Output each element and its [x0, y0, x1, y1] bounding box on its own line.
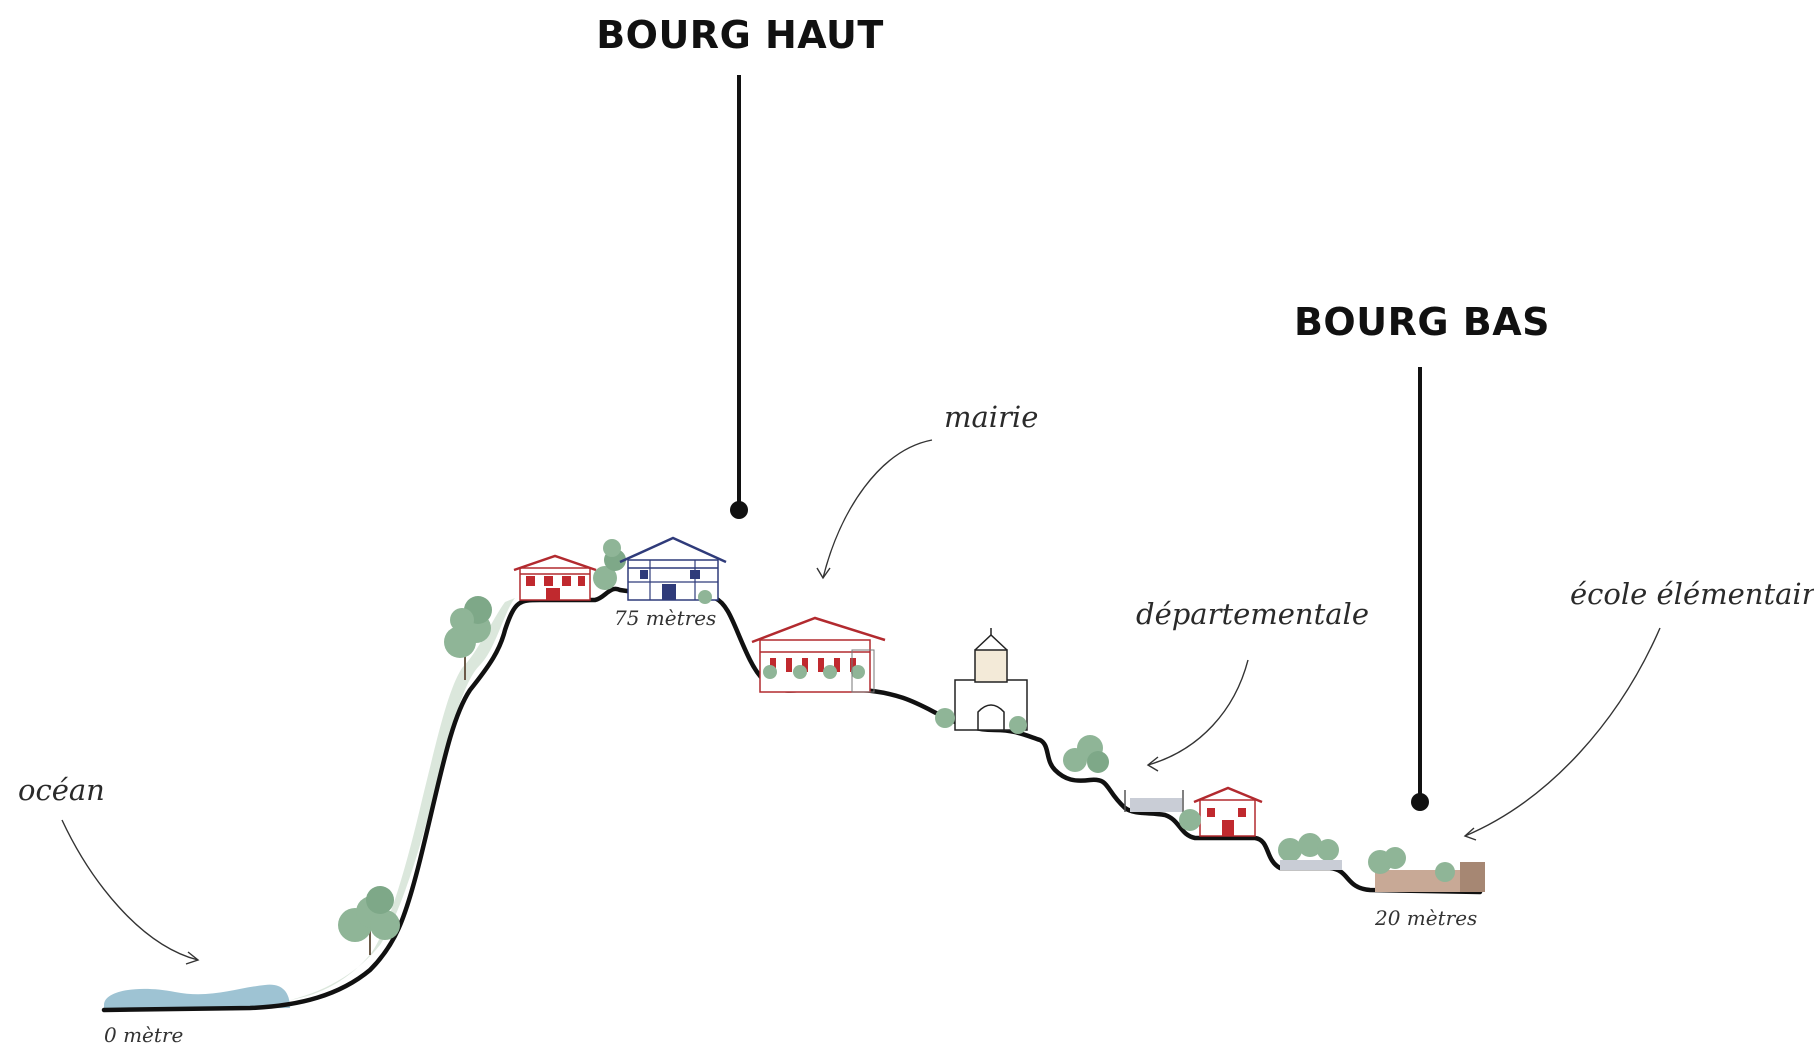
- arrow-departementale: [1146, 659, 1249, 772]
- altitude-bottom: 20 mètres: [1374, 906, 1477, 930]
- altitude-sea-level: 0 mètre: [104, 1023, 183, 1047]
- label-ocean: océan: [18, 773, 105, 807]
- label-ecole: école élémentaire: [1570, 577, 1814, 611]
- altitude-top: 75 mètres: [614, 606, 716, 630]
- basque-house-blue-top: [619, 536, 727, 601]
- mairie-building: [751, 616, 886, 693]
- arrow-ecole: [1463, 627, 1661, 841]
- tree-cluster-lower: [1278, 833, 1342, 870]
- slope-vegetation: [290, 598, 515, 1000]
- bourg-haut-title: BOURG HAUT: [596, 13, 884, 57]
- ecole-building: [1368, 847, 1485, 892]
- bourg-haut-leader: [730, 75, 748, 519]
- arrow-mairie: [816, 439, 933, 580]
- bourg-bas-title: BOURG BAS: [1294, 300, 1550, 344]
- basque-house-red-top: [513, 554, 597, 601]
- shrub-top: [698, 590, 712, 604]
- tree-cluster-upper-slope: [444, 596, 492, 680]
- basque-house-red-lower: [1179, 786, 1263, 837]
- label-departementale: départementale: [1136, 597, 1369, 631]
- ocean-water: [104, 984, 290, 1010]
- departementale-road: [1124, 790, 1184, 812]
- bourg-bas-leader: [1411, 367, 1429, 811]
- tree-cluster-low-slope: [338, 886, 400, 955]
- arrow-ocean: [61, 819, 200, 965]
- tree-top: [593, 539, 626, 590]
- tree-cluster-mid: [1063, 735, 1109, 773]
- label-mairie: mairie: [944, 400, 1038, 434]
- church-building: [935, 628, 1028, 734]
